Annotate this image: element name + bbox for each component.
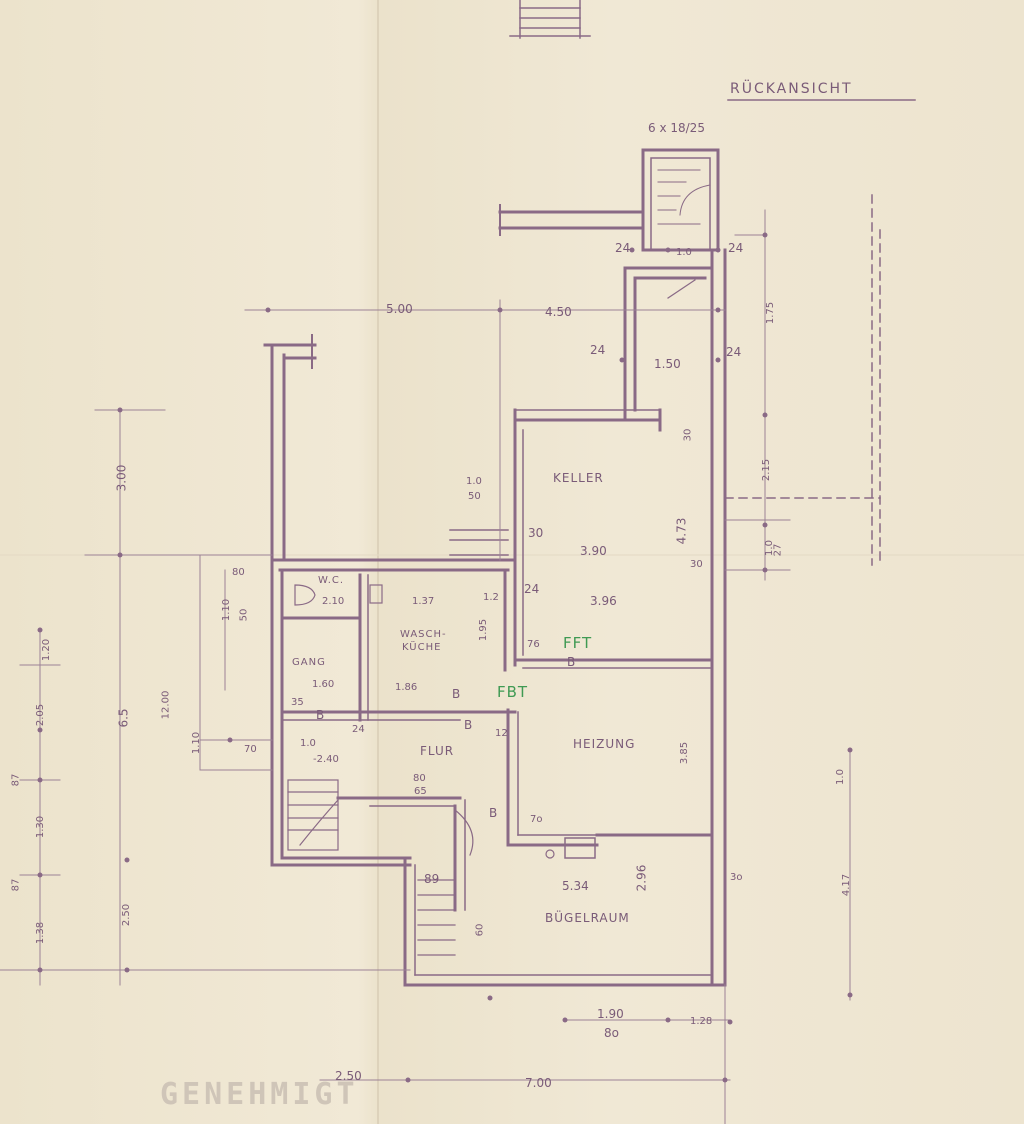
dimension-label: 1.10 <box>221 598 233 622</box>
dimension-label: 1.28 <box>690 1016 713 1027</box>
dimension-label: 3.00 <box>114 464 129 492</box>
dimension-label: 35 <box>291 697 304 708</box>
marker-b: B <box>452 687 461 701</box>
dimension-label: 24 <box>726 345 742 359</box>
dimension-label: 50 <box>468 491 481 502</box>
dimension-label: 2.05 <box>35 703 47 727</box>
marker-b: B <box>489 806 498 820</box>
dimension-label: 65 <box>414 786 427 797</box>
dimension-ticks <box>37 232 853 1083</box>
dimension-label: 3.85 <box>679 741 691 765</box>
wc-fixtures <box>294 584 383 620</box>
dimension-label: 24 <box>524 582 540 596</box>
dimension-label: 1.75 <box>765 301 777 325</box>
dimension-label: 1.10 <box>191 731 203 755</box>
dimension-label: 1.0 <box>676 247 692 258</box>
dimension-label: 1.37 <box>412 596 435 607</box>
fbt-annotation: FBT <box>497 683 529 701</box>
view-title: RÜCKANSICHT <box>730 81 853 97</box>
dimension-label: 1.90 <box>597 1007 624 1021</box>
dimension-label: 1.60 <box>312 679 335 690</box>
dimension-label: 89 <box>424 872 440 886</box>
dimension-label: 7o <box>530 814 543 825</box>
dimension-label: 24 <box>615 241 631 255</box>
dimension-label: 80 <box>413 773 426 784</box>
dimension-label: -2.40 <box>313 754 339 765</box>
dimension-label: 3.90 <box>580 544 607 558</box>
stair-tower <box>641 148 720 252</box>
dimension-label: 70 <box>244 744 257 755</box>
dimension-label: 3.96 <box>590 594 617 608</box>
dimension-label: 6.5 <box>116 708 131 728</box>
dimension-label: 1.50 <box>654 357 681 371</box>
dimension-label: 30 <box>690 559 703 570</box>
dimension-label: 4.73 <box>674 517 689 545</box>
dimension-label: 2.50 <box>335 1069 362 1083</box>
dimension-label: 4.50 <box>545 305 572 319</box>
dimension-label: 1.86 <box>395 682 418 693</box>
reference-lines <box>724 194 881 566</box>
dimension-label: 12.00 <box>160 690 172 720</box>
keller-stairs <box>449 529 509 556</box>
heizung-buegel-walls <box>403 833 727 987</box>
dimension-label: 1.20 <box>41 638 53 662</box>
rear-wall <box>498 204 645 236</box>
stair-shaft-walls <box>623 248 727 987</box>
room-label-flur: FLUR <box>420 744 455 758</box>
dimension-label: 24 <box>590 343 606 357</box>
dimension-label: 30 <box>528 526 544 540</box>
dimension-lines <box>0 209 851 1124</box>
room-label-buegelraum: BÜGELRAUM <box>545 911 630 925</box>
approval-stamp: GENEHMIGT <box>160 1077 359 1112</box>
room-label-keller: KELLER <box>553 471 604 485</box>
dimension-label: 1.30 <box>35 815 47 839</box>
flur-stairs <box>287 779 474 956</box>
room-label-heizung: HEIZUNG <box>573 737 636 751</box>
dimension-label: 76 <box>527 639 540 650</box>
dimension-label: 12 <box>495 728 508 739</box>
dimension-label: 27 <box>772 543 784 557</box>
main-walls <box>270 558 714 867</box>
dimension-label: 87 <box>10 773 22 787</box>
dimension-label: 2.96 <box>634 864 649 892</box>
dimension-label: 24 <box>352 724 365 735</box>
dimension-label: 1.38 <box>35 921 47 945</box>
dimension-label: 5.34 <box>562 879 589 893</box>
dimension-label: 2.15 <box>761 458 773 482</box>
marker-b: B <box>567 655 576 669</box>
dimension-label: 1.0 <box>300 738 316 749</box>
dimension-label: 7.00 <box>525 1076 552 1090</box>
dimension-label: 87 <box>10 878 22 892</box>
dimension-label: 50 <box>238 608 250 622</box>
dimension-label: 3o <box>730 872 743 883</box>
dimension-label: 2.10 <box>322 596 345 607</box>
upper-stair-fragment <box>509 0 591 39</box>
dimension-label: 4.17 <box>841 873 853 897</box>
dimension-label: 1.0 <box>834 769 846 785</box>
room-label-wc: W.C. <box>318 575 345 586</box>
marker-b: B <box>464 718 473 732</box>
fft-annotation: FFT <box>563 634 593 652</box>
dimension-label: 30 <box>682 428 694 442</box>
keller-walls <box>513 408 714 987</box>
room-label-gang: GANG <box>292 657 326 668</box>
dimension-label: 8o <box>604 1026 619 1040</box>
dimension-label: 1.0 <box>466 476 482 487</box>
dimension-label: 5.00 <box>386 302 413 316</box>
room-label-waschkueche: WASCH- <box>400 629 447 640</box>
dimension-label: 60 <box>474 923 486 937</box>
room-label-waschkueche-2: KÜCHE <box>402 642 442 653</box>
dimension-label: 24 <box>728 241 744 255</box>
stair-spec: 6 x 18/25 <box>648 121 705 135</box>
dimension-label: 2.50 <box>121 903 133 927</box>
dimension-label: 1.2 <box>483 592 499 603</box>
dimension-label: 1.95 <box>478 618 490 642</box>
dimension-label: 80 <box>232 567 245 578</box>
left-projection <box>263 334 317 562</box>
marker-b: B <box>316 708 325 722</box>
